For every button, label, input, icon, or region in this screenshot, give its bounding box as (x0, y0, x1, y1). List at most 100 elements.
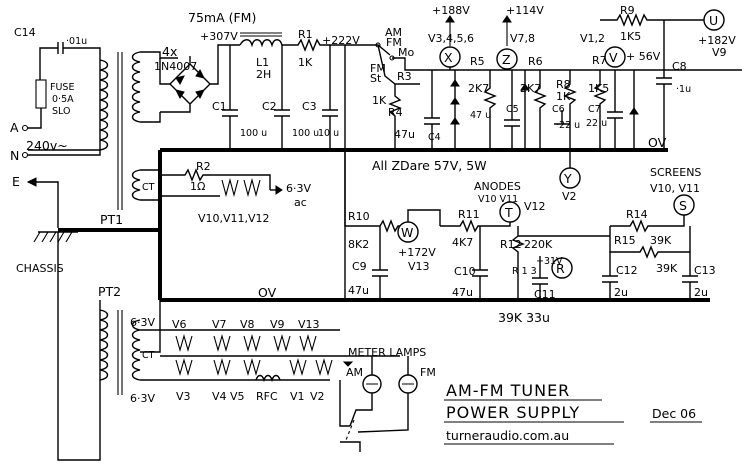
node-u: U (709, 13, 718, 28)
screens-valves: V10, V11 (650, 182, 700, 195)
am-fm-switch: AM FM Mo FM St R3 1K R4 (345, 26, 420, 150)
l1-label: L1 (256, 56, 269, 69)
r12-label: R12 (500, 238, 522, 251)
node-y: Y (563, 171, 572, 186)
terminal-a: A (10, 120, 19, 135)
l1-value: 2H (256, 68, 271, 81)
c8-label: C8 (672, 60, 687, 73)
v13-supply: R10 8K2 W +172V V13 C9 47u (344, 150, 436, 300)
fm-current: 75mA (FM) (188, 10, 256, 25)
r1-label: R1 (298, 28, 313, 41)
c7-label: C7 (588, 104, 601, 115)
c10-value: 47u (452, 286, 473, 299)
r15-value: 39K (656, 262, 678, 275)
v188-label: +188V (432, 4, 470, 17)
choke-l1: 75mA (FM) +307V L1 2H (188, 10, 283, 81)
pt2-transformer: PT2 6·3V CT 6·3V (57, 232, 340, 461)
r6-label: R6 (528, 55, 543, 68)
rfc-label: RFC (256, 390, 278, 403)
node-s: S (679, 198, 687, 213)
c9-label: C9 (352, 260, 367, 273)
anodes-label: ANODES (474, 180, 521, 193)
c6-value: ·22 u (556, 120, 580, 131)
node-r: R (556, 261, 565, 276)
c3-value: 10 u (318, 128, 339, 139)
v78-label: V7,8 (510, 32, 535, 45)
heater-ac: ac (294, 196, 307, 209)
screen-supply: SCREENS V10, V11 S R14 39K R15 39K C12 2… (602, 166, 716, 300)
title-url: turneraudio.com.au (446, 428, 569, 443)
r7-label: R7 (592, 54, 607, 67)
title-block: AM-FM TUNER POWER SUPPLY Dec 06 turnerau… (444, 381, 702, 445)
bridge-rectifier: 4x 1N4007 (154, 44, 240, 113)
am-label: AM (385, 26, 402, 39)
bridge-count: 4x (162, 44, 177, 59)
v9-label: V9 (712, 46, 727, 59)
c7-value: 22 u (586, 118, 607, 129)
meter-lamps: METER LAMPS AM FM (339, 346, 436, 452)
valve-v3: V3 (176, 390, 191, 403)
r14-label: R14 (626, 208, 648, 221)
v31-label: +31V (536, 256, 563, 267)
c14-value: ·01u (66, 36, 87, 47)
ov-bottom-label: OV (258, 285, 277, 300)
regulator-chain: +188V V3,4,5,6 X +114V V7,8 Z R5 2K7 R6 … (420, 4, 742, 150)
r5-value: 2K7 (468, 82, 489, 95)
c1-label: C1 (212, 100, 227, 113)
valve-v7: V7 (212, 318, 227, 331)
terminal-e: E (12, 174, 20, 189)
ov-top-label: OV (648, 135, 667, 150)
fuse-type: SLO (52, 106, 70, 117)
r15-label: R15 (614, 234, 636, 247)
bridge-type: 1N4007 (154, 60, 197, 73)
r12-value: 220K (524, 238, 553, 251)
pt2-label: PT2 (98, 284, 121, 299)
node-t: T (504, 205, 513, 220)
title-line2: POWER SUPPLY (446, 403, 580, 422)
r3-value: 1K (372, 94, 387, 107)
r2-value: 1Ω (190, 180, 205, 193)
r5-label: R5 (470, 55, 485, 68)
c1-value: 100 u (240, 128, 267, 139)
r11-label: R11 (458, 208, 480, 221)
v114-label: +114V (506, 4, 544, 17)
cap-c4: 47u C4 (394, 70, 441, 150)
v3456-label: V3,4,5,6 (428, 32, 474, 45)
r9-label: R9 (620, 4, 635, 17)
r9-value: 1K5 (620, 30, 641, 43)
c8-value: ·1u (676, 84, 691, 95)
anode-supply: ANODES V10 V11 T V12 R11 4K7 C10 47u R12… (407, 180, 610, 325)
v12-label: V1,2 (580, 32, 605, 45)
c14-label: C14 (14, 26, 36, 39)
r1-value: 1K (298, 56, 313, 69)
fuse-rating: 0·5A (52, 94, 74, 105)
screens-label: SCREENS (650, 166, 701, 179)
mo-label: Mo (398, 46, 414, 59)
r14-value: 39K (650, 234, 672, 247)
valve-v2: V2 (310, 390, 325, 403)
r10-label: R10 (348, 210, 370, 223)
sec-top-voltage: 6·3V (130, 316, 155, 329)
valve-v9: V9 (270, 318, 285, 331)
c11-label: C11 (534, 288, 556, 301)
valve-v8: V8 (240, 318, 255, 331)
terminal-n: N (10, 148, 19, 163)
r2-label: R2 (196, 160, 211, 173)
v172-label: +172V (398, 246, 436, 259)
filter-caps: C1 100 u C2 100 u C3 10 u (212, 45, 339, 150)
r13-label: R 1 3 (512, 266, 537, 277)
anodes-valves: V10 V11 (478, 194, 518, 205)
bottom-values: 39K 33u (498, 310, 550, 325)
sec-bot-voltage: 6·3V (130, 392, 155, 405)
v182-label: +182V (698, 34, 736, 47)
fuse-label: FUSE (50, 82, 74, 93)
zener-note: All ZDare 57V, 5W (372, 158, 487, 173)
node-v: V (609, 50, 618, 65)
r10-value: 8K2 (348, 238, 369, 251)
valve-v13: V13 (298, 318, 320, 331)
resistor-r1: R1 1K +222V (282, 28, 360, 69)
fm-label: FM (386, 36, 402, 49)
meter-lamps-label: METER LAMPS (348, 346, 426, 359)
heater-valves: V10,V11,V12 (198, 212, 270, 225)
